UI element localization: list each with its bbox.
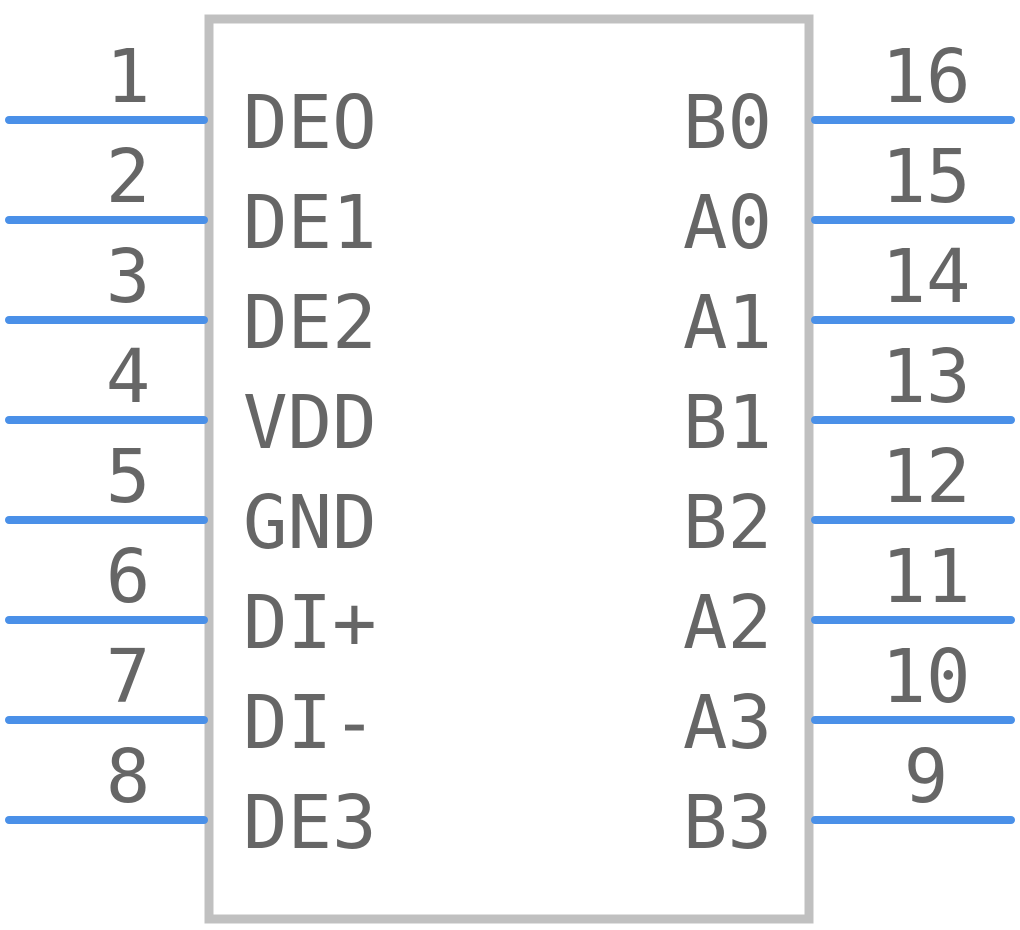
pin-8-name: DE3	[243, 780, 377, 866]
pin-2-number: 2	[106, 134, 151, 220]
pin-12-number: 12	[881, 434, 970, 520]
pin-12-name: B2	[683, 480, 772, 566]
pin-10-number: 10	[881, 634, 970, 720]
pin-11-name: A2	[683, 580, 772, 666]
pin-11-number: 11	[881, 534, 970, 620]
pin-6-name: DI+	[243, 580, 377, 666]
pin-3-name: DE2	[243, 280, 377, 366]
pin-9-number: 9	[904, 734, 949, 820]
pin-4-name: VDD	[243, 380, 377, 466]
pin-13-number: 13	[881, 334, 970, 420]
pin-4-number: 4	[106, 334, 151, 420]
pin-15-name: A0	[683, 180, 772, 266]
pin-13-name: B1	[683, 380, 772, 466]
pin-14-name: A1	[683, 280, 772, 366]
pin-6-number: 6	[106, 534, 151, 620]
pin-15-number: 15	[881, 134, 970, 220]
pin-1-name: DEO	[243, 80, 377, 166]
pin-3-number: 3	[106, 234, 151, 320]
pin-7-number: 7	[106, 634, 151, 720]
component-body	[204, 14, 814, 924]
pin-9-name: B3	[683, 780, 772, 866]
pin-5-name: GND	[243, 480, 377, 566]
pin-2-name: DE1	[243, 180, 377, 266]
pin-14-number: 14	[881, 234, 970, 320]
pin-10-name: A3	[683, 680, 772, 766]
pin-16-name: B0	[683, 80, 772, 166]
pin-1-number: 1	[106, 34, 151, 120]
pin-7-name: DI-	[243, 680, 377, 766]
pin-16-number: 16	[881, 34, 970, 120]
pin-8-number: 8	[106, 734, 151, 820]
pin-5-number: 5	[106, 434, 151, 520]
